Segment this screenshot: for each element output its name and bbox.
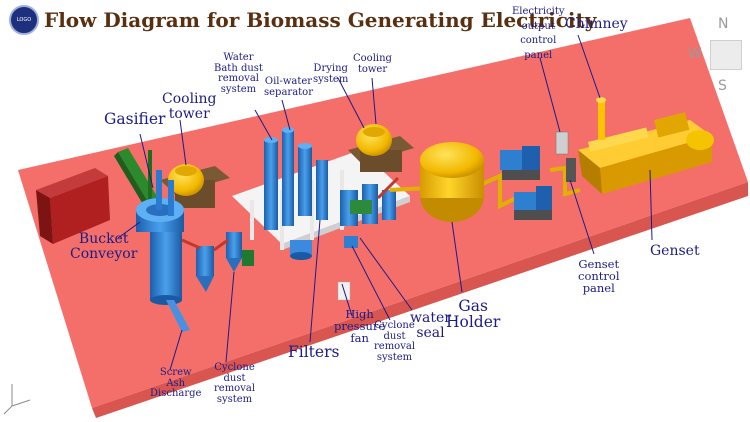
cooling-tower-left	[160, 164, 230, 208]
storage-building	[36, 168, 110, 244]
compass-west-label: W	[688, 46, 702, 62]
label-genset: Genset	[650, 243, 700, 259]
company-logo: LOGO	[9, 5, 39, 35]
label-electricity-output-panel: Electricity output control panel	[512, 5, 564, 63]
label-high-pressure-fan: High pressure fan	[334, 308, 385, 344]
label-line: separator	[264, 86, 313, 98]
cyclone-dust-removal-low	[181, 232, 254, 292]
label-line: High	[345, 307, 374, 321]
label-line: tower	[168, 105, 210, 122]
label-line: Oil-water	[264, 76, 313, 87]
label-line: Ash	[166, 377, 186, 389]
water-bath-towers	[264, 127, 328, 260]
label-line: system	[216, 393, 253, 405]
gas-holder	[420, 142, 484, 222]
gas-pipes	[376, 165, 581, 210]
label-line: dust	[383, 330, 406, 342]
label-oil-water-separator: Oil-water separator	[264, 76, 313, 98]
label-gasifier: Gasifier	[104, 110, 166, 128]
gas-treatment-boxes	[500, 146, 552, 220]
compass-view-box	[710, 40, 742, 70]
label-water-seal: water seal	[410, 311, 451, 340]
label-line: Drying	[313, 63, 348, 74]
label-water-bath: Water Bath dust removal system	[214, 52, 263, 95]
label-line: removal	[217, 73, 259, 84]
label-chimney: Chimney	[565, 16, 628, 32]
label-line: Holder	[446, 313, 501, 332]
label-cooling-tower-left: Cooling tower	[162, 92, 217, 121]
label-line: Bucket	[78, 231, 129, 247]
label-line: Genset	[578, 257, 620, 271]
label-gas-holder: Gas Holder	[446, 298, 500, 331]
leader-lines	[117, 34, 653, 371]
label-line: Gas	[458, 297, 488, 315]
label-line: Conveyor	[70, 245, 138, 262]
label-line: water	[410, 310, 451, 326]
cooling-tower-right	[348, 124, 414, 172]
filters-and-drying	[337, 184, 396, 301]
diagram-title: Flow Diagram for Biomass Generating Elec…	[44, 8, 597, 32]
label-line: Screw	[159, 367, 192, 378]
label-line: dust	[223, 372, 246, 384]
label-screw-ash-discharge: Screw Ash Discharge	[150, 367, 202, 400]
control-panels	[555, 131, 576, 182]
label-line: tower	[357, 63, 388, 75]
label-line: fan	[350, 331, 369, 346]
label-drying-system: Drying system	[313, 63, 349, 85]
label-line: Cyclone	[214, 362, 255, 373]
label-line: control	[578, 269, 620, 284]
label-cyclone-dust-removal-low: Cyclone dust removal system	[214, 362, 256, 405]
label-line: system	[313, 73, 349, 85]
genset	[578, 112, 714, 194]
label-line: pressure	[334, 319, 386, 334]
label-line: Cooling	[162, 91, 217, 107]
label-line: control	[520, 35, 557, 46]
label-line: Cooling	[353, 53, 392, 64]
compass-north-label: N	[718, 16, 729, 32]
label-line: Discharge	[150, 388, 202, 399]
label-line: Electricity	[512, 6, 565, 17]
label-cooling-tower-right: Cooling tower	[353, 53, 392, 75]
label-line: system	[220, 83, 257, 95]
label-line: seal	[416, 324, 445, 341]
label-line: Water	[223, 52, 254, 63]
axis-triad	[3, 384, 31, 415]
label-genset-control-panel: Genset control panel	[578, 258, 620, 294]
label-line: output	[521, 20, 555, 32]
label-line: removal	[214, 383, 256, 394]
label-bucket-conveyor: Bucket Conveyor	[70, 232, 137, 261]
gasifier-unit	[136, 170, 190, 332]
logo-text: LOGO	[16, 17, 32, 23]
label-line: panel	[582, 281, 615, 296]
label-filters: Filters	[288, 343, 340, 361]
label-line: Cyclone	[374, 320, 415, 331]
label-cyclone-dust-removal-mid: Cyclone dust removal system	[374, 320, 416, 363]
label-line: panel	[524, 49, 553, 61]
chimney	[596, 97, 606, 140]
label-line: Bath dust	[214, 62, 263, 74]
label-line: removal	[374, 341, 416, 352]
label-line: system	[376, 351, 413, 363]
compass-south-label: S	[718, 78, 727, 94]
